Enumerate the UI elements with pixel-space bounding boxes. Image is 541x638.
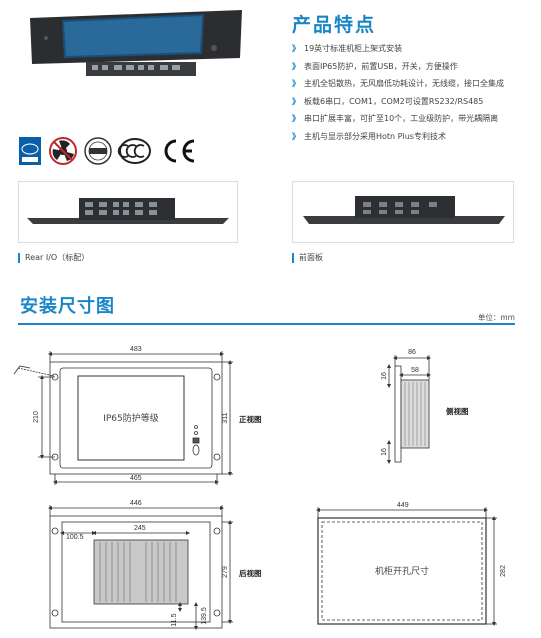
front-width-outer: 483 xyxy=(130,346,142,353)
feature-item: 》板载6串口，COM1，COM2可设置RS232/RS485 xyxy=(292,96,484,106)
feature-item: 》表面IP65防护，前置USB，开关，方便操作 xyxy=(292,61,458,71)
rear-small: 11.5 xyxy=(171,613,178,626)
front-panel-photo xyxy=(292,181,514,243)
rear-height: 279 xyxy=(222,566,229,578)
feature-item: 》主机与显示部分采用Hotn Plus专利技术 xyxy=(292,131,446,141)
ccc-icon xyxy=(117,138,151,164)
front-view-label: 正视图 xyxy=(239,414,262,424)
bullet-arrow-icon: 》 xyxy=(292,44,300,53)
front-height-inner: 210 xyxy=(33,411,40,423)
front-height-outer: 311 xyxy=(222,412,229,423)
cutout-width: 449 xyxy=(397,502,409,509)
ce-mark-icon xyxy=(164,139,195,163)
front-width-inner: 465 xyxy=(130,475,142,482)
rear-left-offset: 100.5 xyxy=(66,534,84,541)
cert-logos xyxy=(18,136,198,166)
intel-logo-icon xyxy=(19,137,41,165)
rear-view-label: 后视图 xyxy=(239,568,262,578)
section-title: 安装尺寸图 xyxy=(20,296,115,317)
feature-item: 》19英寸标准机柜上架式安装 xyxy=(292,44,403,53)
rear-io-photo xyxy=(18,181,238,243)
cutout-label: 机柜开孔尺寸 xyxy=(375,565,429,577)
front-panel-caption: 前面板 xyxy=(292,253,323,263)
rear-view-drawing xyxy=(48,505,233,630)
rear-bottom-offset: 139.5 xyxy=(201,607,208,625)
bullet-arrow-icon: 》 xyxy=(292,114,300,123)
features-title: 产品特点 xyxy=(292,14,377,36)
front-panel-text: IP65防护等级 xyxy=(103,412,159,424)
bullet-arrow-icon: 》 xyxy=(292,61,300,71)
fanless-icon xyxy=(49,137,77,165)
front-view-drawing xyxy=(13,351,233,485)
bullet-arrow-icon: 》 xyxy=(292,96,300,106)
side-depth-inner: 58 xyxy=(411,367,419,374)
feature-item: 》主机全铝散热，无风扇低功耗设计，无线缆，接口全集成 xyxy=(292,79,504,88)
side-view-label: 侧视图 xyxy=(446,406,469,416)
features-list: 》19英寸标准机柜上架式安装 》表面IP65防护，前置USB，开关，方便操作 》… xyxy=(292,43,504,148)
dimension-drawings: 483 465 210 311 IP65防护等级 正视图 86 58 16 16… xyxy=(13,346,507,630)
rear-width: 446 xyxy=(130,500,142,507)
side-depth: 86 xyxy=(408,349,416,356)
rear-io-caption: Rear I/O（标配） xyxy=(18,253,89,263)
side-bottom: 16 xyxy=(381,448,388,456)
side-view-drawing xyxy=(387,355,431,464)
unit-label: 单位：mm xyxy=(477,313,515,322)
section-divider xyxy=(18,323,515,325)
product-photo-top xyxy=(26,8,246,80)
cutout-height: 282 xyxy=(500,565,507,577)
side-top: 16 xyxy=(381,372,388,380)
bullet-arrow-icon: 》 xyxy=(292,131,300,141)
rear-box-width: 245 xyxy=(134,525,146,532)
feature-item: 》串口扩展丰富，可扩至10个，工业级防护，带光耦隔离 xyxy=(292,114,499,123)
iso-9001-icon xyxy=(84,137,112,165)
cutout-drawing xyxy=(316,507,497,626)
bullet-arrow-icon: 》 xyxy=(292,79,300,88)
